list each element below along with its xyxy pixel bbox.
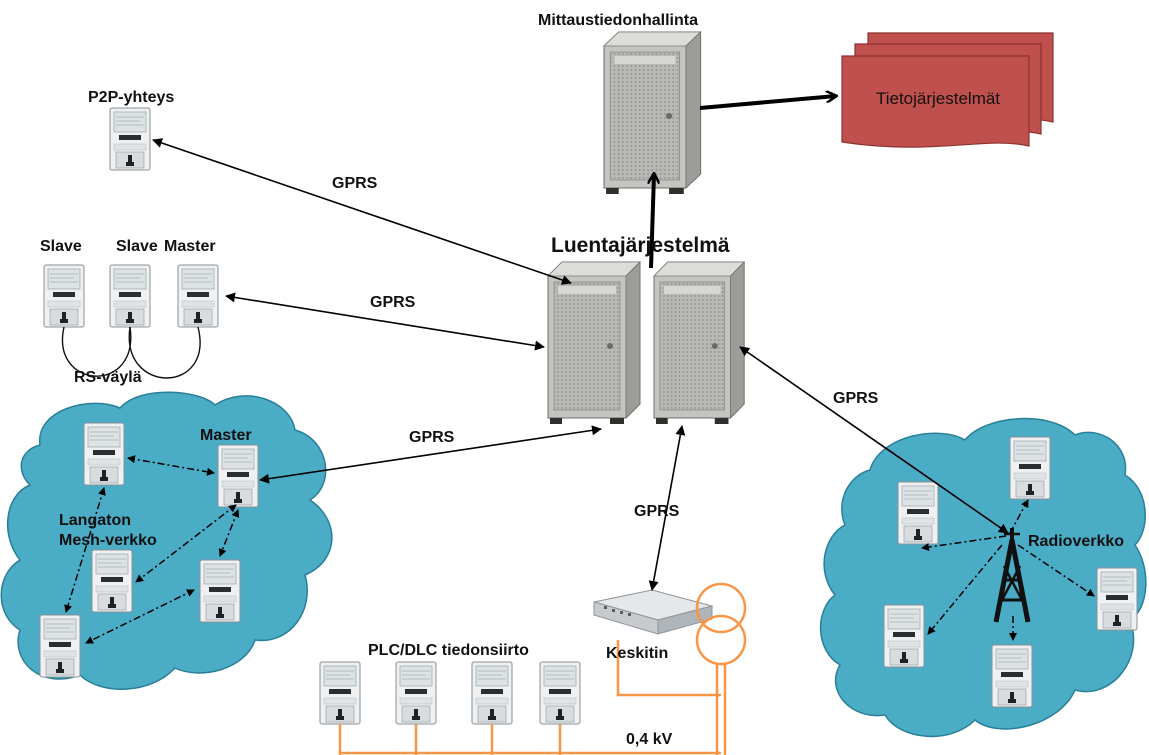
radio-links	[921, 499, 1095, 641]
plc-meter-icon-4	[539, 661, 581, 725]
information-systems-shape	[841, 32, 1054, 148]
radio-meter-icon-4	[883, 604, 925, 668]
slave-meter-icon-1	[43, 264, 85, 328]
gprs-concentrator-label: GPRS	[634, 503, 680, 520]
slave-label-1: Slave	[40, 238, 82, 255]
plc-meter-icon-1	[319, 661, 361, 725]
slave-label-2: Slave	[116, 238, 158, 255]
radio-meter-icon-5	[991, 644, 1033, 708]
concentrator-router-icon	[593, 589, 714, 635]
master-rs-label: Master	[164, 238, 216, 255]
concentrator-label: Keskitin	[606, 645, 668, 662]
radio-network-label: Radioverkko	[1028, 533, 1124, 550]
rs-bus-cable	[61, 326, 201, 379]
wireless-label: Langaton	[59, 512, 131, 529]
mesh-meter-icon-5	[39, 614, 81, 678]
p2p-meter-icon	[109, 107, 151, 171]
plc-meter-icon-3	[471, 661, 513, 725]
radio-meter-icon-2	[897, 481, 939, 545]
mesh-master-label: Master	[200, 427, 252, 444]
connection-arrows	[152, 96, 1009, 591]
gprs-mesh-label: GPRS	[409, 429, 455, 446]
information-systems-label: Tietojärjestelmät	[876, 89, 1000, 108]
plc-dlc-label: PLC/DLC tiedonsiirto	[368, 642, 529, 659]
radio-mast-icon	[993, 528, 1031, 623]
mesh-links	[64, 455, 240, 644]
master-rs-meter-icon	[177, 264, 219, 328]
gprs-radio-label: GPRS	[833, 390, 879, 407]
voltage-label: 0,4 kV	[626, 731, 673, 748]
transformer-icon	[695, 582, 747, 666]
power-lines	[338, 640, 727, 755]
mesh-meter-icon-3	[91, 549, 133, 613]
reading-system-server-icon	[547, 261, 745, 425]
mesh-meter-icon-1	[83, 422, 125, 486]
reading-system-label: Luentajärjestelmä	[551, 234, 730, 257]
meter-data-management-server-icon	[603, 31, 702, 195]
gprs-p2p-label: GPRS	[332, 175, 378, 192]
gprs-rs-label: GPRS	[370, 294, 416, 311]
mesh-master-meter-icon	[217, 444, 259, 508]
radio-meter-icon-3	[1096, 567, 1138, 631]
plc-meter-icon-2	[395, 661, 437, 725]
mesh-network-label: Mesh-verkko	[59, 532, 157, 549]
p2p-connection-label: P2P-yhteys	[88, 89, 174, 106]
mesh-meter-icon-4	[199, 559, 241, 623]
slave-meter-icon-2	[109, 264, 151, 328]
radio-meter-icon-1	[1009, 436, 1051, 500]
rs-bus-label: RS-väylä	[74, 369, 142, 386]
meter-data-management-label: Mittaustiedonhallinta	[538, 12, 698, 29]
